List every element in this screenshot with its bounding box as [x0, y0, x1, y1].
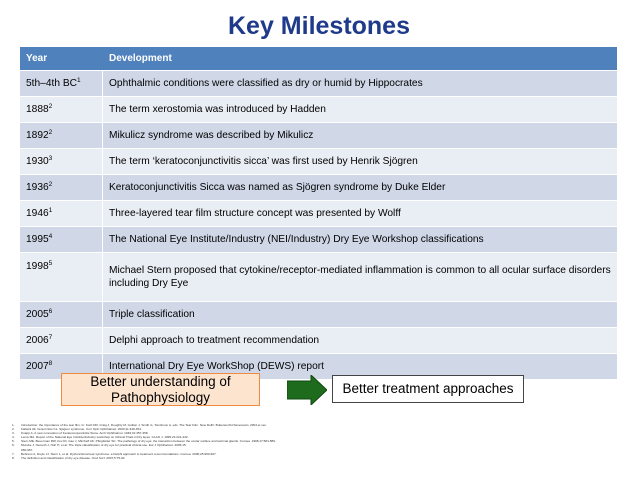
pathophysiology-line-2: Pathophysiology	[110, 389, 211, 405]
reference-text: Introduction: the importance of the tear…	[21, 423, 267, 427]
year-cell: 19461	[20, 201, 103, 227]
table-header-row: Year Development	[20, 47, 617, 71]
reference-text: Fabiani AF, Vera-Cristo CL. Sjögren synd…	[21, 427, 142, 432]
reference-superscript: 1	[48, 207, 53, 214]
pathophysiology-box: Better understanding of Pathophysiology	[61, 373, 260, 406]
year-cell: 19985	[20, 253, 103, 302]
reference-item: 6. Murube J, Nemeth J, Hoh H, et al. The …	[12, 443, 572, 447]
year-cell: 19954	[20, 227, 103, 253]
reference-number: 7.	[12, 451, 15, 456]
table-row: 18882 The term xerostomia was introduced…	[20, 97, 617, 123]
development-cell: Keratoconjunctivitis Sicca was named as …	[103, 175, 617, 201]
header-development: Development	[103, 47, 617, 71]
development-cell: Michael Stern proposed that cytokine/rec…	[103, 253, 617, 302]
reference-superscript: 8	[48, 360, 53, 367]
development-cell: Ophthalmic conditions were classified as…	[103, 71, 617, 97]
pathophysiology-line-1: Better understanding of	[90, 374, 231, 389]
development-cell: The National Eye Institute/Industry (NEI…	[103, 227, 617, 253]
reference-superscript: 1	[76, 77, 81, 84]
year-cell: 18922	[20, 123, 103, 149]
development-cell: The term ‘keratoconjunctivitis sicca’ wa…	[103, 149, 617, 175]
reference-number: 8.	[12, 455, 15, 460]
year-text: 1930	[26, 156, 49, 167]
year-text: 2005	[26, 309, 49, 320]
milestones-table: Year Development 5th–4th BC1 Ophthalmic …	[20, 47, 617, 380]
treatment-approaches-box: Better treatment approaches	[332, 375, 524, 403]
page-title: Key Milestones	[227, 12, 410, 40]
year-text: 1936	[26, 182, 49, 193]
reference-superscript: 2	[48, 103, 53, 110]
year-text: 1888	[26, 104, 49, 115]
table-row: 19461 Three-layered tear film structure …	[20, 201, 617, 227]
table-row: 20067 Delphi approach to treatment recom…	[20, 328, 617, 354]
reference-item: 8. The definition and classification of d…	[12, 456, 572, 460]
reference-item: 4. Lemp MA. Report of the National Eye In…	[12, 435, 572, 439]
header-year: Year	[20, 47, 103, 71]
development-cell: Delphi approach to treatment recommendat…	[103, 328, 617, 354]
reference-item: 5. Stern ME, Beuerman RW, Fox RI, Gao J, …	[12, 439, 572, 443]
reference-text: Stern ME, Beuerman RW, Fox RI, Gao J, Mi…	[21, 439, 276, 444]
year-cell: 18882	[20, 97, 103, 123]
development-cell: Mikulicz syndrome was described by Mikul…	[103, 123, 617, 149]
reference-number: 6.	[12, 443, 15, 448]
table-row: 19985 Michael Stern proposed that cytoki…	[20, 253, 617, 302]
reference-superscript: 2	[48, 181, 53, 188]
right-arrow-icon	[287, 375, 327, 405]
table-row: 18922 Mikulicz syndrome was described by…	[20, 123, 617, 149]
reference-text: Lemp MA. Report of the National Eye Inst…	[21, 435, 189, 440]
year-text: 1998	[26, 261, 49, 272]
reference-superscript: 3	[48, 155, 53, 162]
reference-text: Murube J, Nemeth J, Hoh H, et al. The tr…	[21, 443, 186, 448]
reference-item: 660-667.	[12, 448, 572, 452]
references-list: 1. Introduction: the importance of the te…	[12, 423, 572, 460]
year-cell: 5th–4th BC1	[20, 71, 103, 97]
reference-number: 1.	[12, 423, 15, 427]
reference-text: 660-667.	[21, 447, 34, 452]
reference-superscript: 6	[48, 308, 53, 315]
table-row: 19362 Keratoconjunctivitis Sicca was nam…	[20, 175, 617, 201]
reference-number: 3.	[12, 431, 15, 436]
reference-superscript: 2	[48, 129, 53, 136]
year-text: 1995	[26, 234, 49, 245]
reference-item: 2. Fabiani AF, Vera-Cristo CL. Sjögren sy…	[12, 427, 572, 431]
reference-item: 7. Behrens A, Doyle JJ, Stern L, et al. D…	[12, 452, 572, 456]
year-text: 1892	[26, 130, 49, 141]
table-row: 20056 Triple classification	[20, 302, 617, 328]
year-text: 5th–4th BC	[26, 78, 77, 89]
reference-item: 3. Knapp A. A new conception of Keratocon…	[12, 431, 572, 435]
table-row: 5th–4th BC1 Ophthalmic conditions were c…	[20, 71, 617, 97]
year-cell: 19362	[20, 175, 103, 201]
development-cell: Triple classification	[103, 302, 617, 328]
year-cell: 19303	[20, 149, 103, 175]
year-text: 2007	[26, 361, 49, 372]
reference-superscript: 5	[48, 260, 53, 267]
year-cell: 20056	[20, 302, 103, 328]
year-text: 2006	[26, 335, 49, 346]
reference-text: The definition and classification of dry…	[21, 455, 126, 460]
reference-text: Behrens A, Doyle JJ, Stern L, et al. Dys…	[21, 451, 217, 456]
reference-number: 5.	[12, 439, 15, 444]
reference-superscript: 4	[48, 233, 53, 240]
reference-text: Knapp A. A new conception of Keratoconju…	[21, 431, 149, 436]
table-row: 19954 The National Eye Institute/Industr…	[20, 227, 617, 253]
year-cell: 20067	[20, 328, 103, 354]
development-cell: Three-layered tear film structure concep…	[103, 201, 617, 227]
reference-superscript: 7	[48, 334, 53, 341]
reference-item: 1. Introduction: the importance of the te…	[12, 423, 572, 427]
reference-number: 4.	[12, 435, 15, 440]
reference-number: 2.	[12, 427, 15, 432]
table-row: 19303 The term ‘keratoconjunctivitis sic…	[20, 149, 617, 175]
development-cell: The term xerostomia was introduced by Ha…	[103, 97, 617, 123]
year-text: 1946	[26, 208, 49, 219]
